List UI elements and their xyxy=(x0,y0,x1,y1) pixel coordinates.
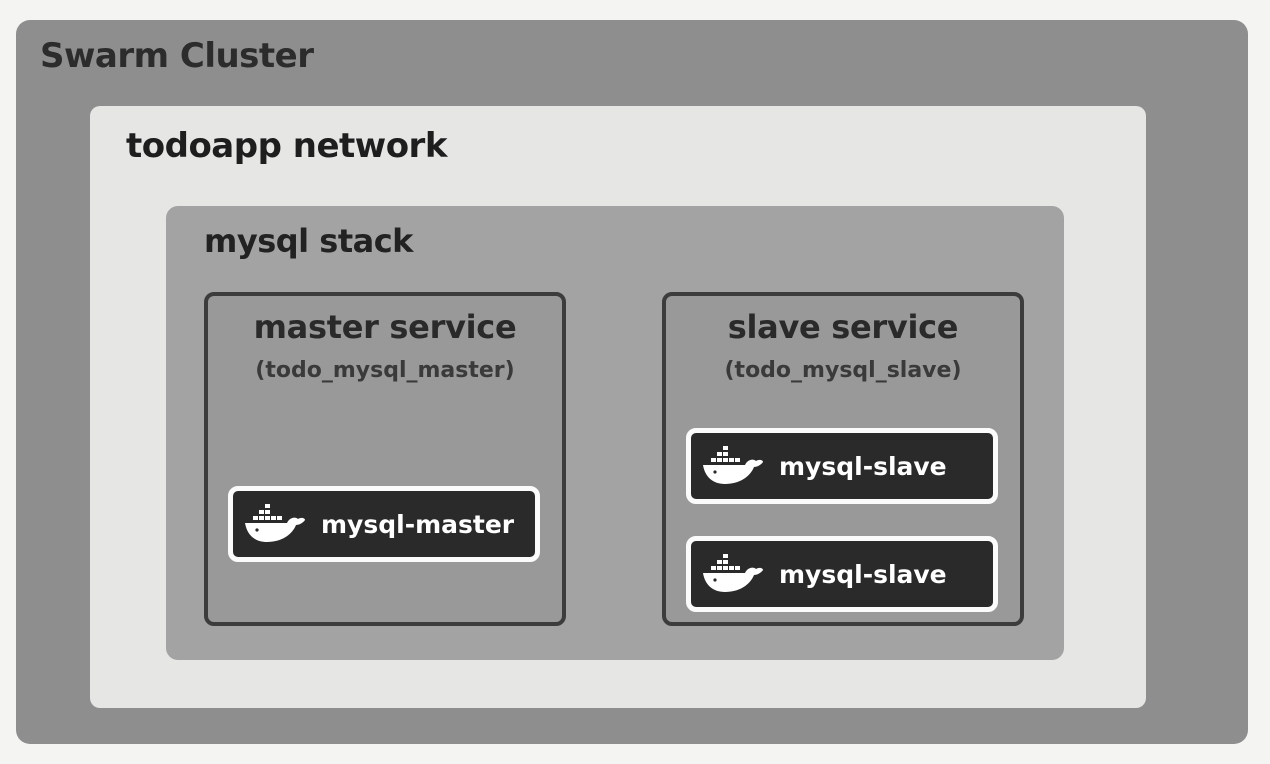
mysql-master-container: mysql-master xyxy=(228,486,540,562)
mysql-slave-container: mysql-slave xyxy=(686,536,998,612)
docker-whale-icon xyxy=(701,552,765,596)
swarm-cluster: Swarm Cluster todoapp network mysql stac… xyxy=(16,20,1248,744)
docker-whale-icon xyxy=(701,444,765,488)
master-service: master service (todo_mysql_master) mysql… xyxy=(204,292,566,626)
network-title: todoapp network xyxy=(126,126,447,166)
container-label: mysql-slave xyxy=(779,451,947,481)
slave-service: slave service (todo_mysql_slave) mysql-s… xyxy=(662,292,1024,626)
todoapp-network: todoapp network mysql stack master servi… xyxy=(90,106,1146,708)
stack-title: mysql stack xyxy=(204,222,413,260)
mysql-stack: mysql stack master service (todo_mysql_m… xyxy=(166,206,1064,660)
slave-service-id: (todo_mysql_slave) xyxy=(724,358,962,383)
cluster-title: Swarm Cluster xyxy=(40,36,314,76)
master-service-title: master service xyxy=(253,308,517,346)
master-service-id: (todo_mysql_master) xyxy=(255,358,515,383)
container-label: mysql-slave xyxy=(779,559,947,589)
docker-whale-icon xyxy=(243,502,307,546)
slave-service-title: slave service xyxy=(727,308,959,346)
container-label: mysql-master xyxy=(321,509,515,539)
mysql-slave-container: mysql-slave xyxy=(686,428,998,504)
